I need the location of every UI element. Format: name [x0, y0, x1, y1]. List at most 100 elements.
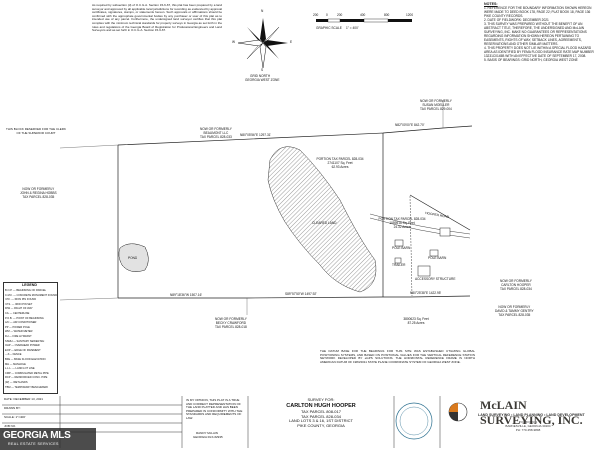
legend-row: C/L — CENTERLINE — [5, 312, 30, 315]
legend-row: EOP — EDGE OF PAVEMENT — [5, 348, 41, 352]
notes-title: NOTES: — [484, 2, 498, 6]
georgia-mls-watermark — [0, 428, 96, 450]
north-arrow-icon — [237, 18, 288, 69]
scale-label: GRAPHIC SCALE — [316, 26, 342, 30]
parcel-a-sqft: 2741107 Sq. Feet — [327, 160, 353, 165]
bearing-label: S89°57'50"W 1497.92' — [285, 292, 317, 296]
accessory-structure-label: ACCESSORY STRUCTURE — [415, 277, 456, 281]
watermark-sub: REAL ESTATE SERVICES — [8, 442, 59, 446]
tax-parcel-2: TAX PARCEL 828-034 — [301, 413, 341, 419]
west-label: W — [232, 40, 236, 44]
legend-row: B.O.P. — BEGINNING OF PARCEL — [5, 289, 47, 292]
scale-tick: 1200 — [406, 13, 414, 17]
parcel-b-name: PORTION TAX PARCEL 828-034 — [378, 217, 426, 221]
scale-tick: 200 — [313, 13, 319, 17]
structures — [394, 227, 451, 277]
adjoiner-label: NOW OR FORMERLY BEAUMONT LLC TAX PARCEL … — [200, 127, 232, 139]
county: PIKE COUNTY, GEORGIA — [297, 423, 345, 429]
legend-row: R/W — RIGHT OF WAY — [5, 307, 33, 311]
scale-tick: 400 — [360, 13, 366, 17]
legend-row: P.O.B. — POINT OF BEGINNING — [5, 316, 44, 320]
legend-row: C.M.F. — CONCRETE MONUMENT FOUND — [5, 293, 57, 297]
company-services: LAND SURVEYING • LAND PLANNING • LAND DE… — [478, 413, 585, 417]
bearing-label: N89°18'36"W 1507.16' — [170, 293, 202, 297]
note-item: 5. BASIS OF BEARINGS: GRID NORTH, GEORGI… — [484, 58, 578, 62]
company-name: McLAIN SURVEYING, INC. — [480, 398, 583, 427]
bearing-label: N80°25'38"E 1422.95' — [410, 291, 442, 295]
legend-title: LEGEND — [22, 283, 37, 287]
adjoiner-label: NOW OR FORMERLY JOHN & REGINA HOBBS TAX … — [20, 187, 57, 199]
note-item: 2. DATE OF FIELDWORK: DECEMBER 2021 — [484, 18, 549, 22]
legend-row: I.P.S. — IRON PIN SET — [5, 302, 33, 306]
legend-row: PP — POWER POLE — [5, 325, 30, 329]
legend-row: ---X--- FENCE — [5, 353, 22, 357]
grid-north-label: GRID NORTH — [250, 74, 271, 78]
adjoiner-label: NOW OR FORMERLY SUSAN MOELLER TAX PARCEL… — [420, 99, 452, 111]
company-address: P.O. BOX 631 BARNESVILLE, GEORGIA 30204 … — [498, 420, 558, 432]
tb-scale: SCALE: 1"=400' — [4, 415, 26, 419]
legend-row: FH — FIRE HYDRANT — [5, 335, 32, 338]
total-sqft: 3800623 Sq. Feet — [403, 317, 429, 321]
note-item: 4. THIS PROPERTY DOES NOT LIE WITHIN A S… — [484, 46, 594, 58]
legend-box — [3, 282, 58, 394]
legend-row: TBM — TEMPORARY BENCHMARK — [5, 385, 49, 389]
datum-text: THE DATUM BASE FOR THE BEARINGS FOR THIS… — [320, 349, 475, 364]
company-addr-line: P.O. BOX 631 — [518, 420, 538, 424]
land-lots: LAND LOTS 3 & 16, 1ST DISTRICT — [289, 418, 353, 424]
surveyor-seal-icon — [395, 402, 433, 440]
title-block-center: SURVEY FOR: CARLTON HUGH HOOPER TAX PARC… — [250, 397, 392, 429]
surveyor-statement: IN MY OPINION, THIS PLAT IS A TRUE AND C… — [186, 398, 243, 420]
pond-shape — [118, 243, 149, 272]
company-addr-line: BARNESVILLE, GEORGIA 30204 — [505, 423, 551, 428]
pond-label: POND — [128, 256, 138, 260]
tb-drawn: DRAWN BY: — [4, 406, 21, 410]
adjoiner-label: NOW OR FORMERLY DAVID & TAMMY GENTRY TAX… — [495, 305, 534, 317]
bearing-label: N80°05'56"E 1297.31' — [240, 133, 272, 137]
client-name: CARLTON HUGH HOOPER — [286, 402, 356, 409]
hooper-road — [369, 195, 471, 297]
total-acres: 87.25 Acres — [407, 320, 425, 325]
scale-bar — [316, 18, 412, 23]
adjoiner-label: NOW OR FORMERLY CARLTON HOOPER TAX PARCE… — [500, 279, 532, 291]
clerk-block-label: THIS BLOCK RESERVED FOR THE CLERK OF THE… — [6, 127, 66, 135]
scale-tick: 0 — [326, 13, 328, 17]
note-item: 3. THIS SURVEY WAS PREPARED WITHOUT THE … — [484, 22, 587, 46]
legend-row: WM — WATER METER — [5, 330, 33, 334]
surveyor-name: RANDY McLAIN — [196, 431, 218, 435]
certification-text: As required by subsection (d) of O.C.G.A… — [92, 3, 222, 33]
scale-tick: 800 — [384, 13, 390, 17]
surveyor-reg: GEORGIA RLS #2935 — [193, 435, 223, 439]
south-label: S — [261, 68, 264, 72]
parcel-a-name: PORTION TAX PARCEL 828-034 — [316, 157, 364, 161]
legend-row: CMP — CORRUGATED METAL PIPE — [5, 371, 49, 375]
legend-row: MH — MANHOLE — [5, 362, 26, 366]
legend-row: L.L.L. — LAND LOT LINE — [5, 367, 35, 371]
east-label: E — [290, 40, 293, 44]
parcel-a-label: PORTION TAX PARCEL 828-034 2741107 Sq. F… — [305, 157, 375, 169]
parcel-b-sqft: 1059516 Sq. Feet — [389, 220, 415, 225]
north-label: N — [261, 9, 264, 13]
parcel-b-acres: 24.32 Acres — [393, 224, 411, 229]
hatched-area — [267, 146, 377, 293]
pole-barn-label: POLE BARN — [392, 246, 411, 250]
legend-row: A/C — AIR CONDITIONER — [5, 321, 37, 325]
legend-row: (W) — WETLANDS — [5, 381, 28, 384]
scale-ratio: 1" = 400' — [346, 26, 359, 30]
notes-block: NOTES: 1. REFERENCE FOR THE BOUNDARY INF… — [484, 2, 596, 62]
grid-zone-label: GEORGIA WEST ZONE — [245, 78, 280, 82]
legend-row: I.P.F. — IRON PIN FOUND — [5, 298, 37, 302]
tb-job: JOB NO. — [4, 424, 17, 428]
parcel-b-label: PORTION TAX PARCEL 828-034 1059516 Sq. F… — [372, 217, 432, 229]
company-phone: PH: 770-358-9898 — [515, 427, 541, 432]
legend-row: OHP — OVERHEAD POWER — [5, 344, 40, 348]
tb-date: DATE: DECEMBER 13, 2021 — [4, 397, 43, 401]
total-area-label: 3800623 Sq. Feet 87.25 Acres — [396, 317, 436, 326]
company-logo-icon — [448, 402, 468, 422]
survey-for-label: SURVEY FOR: — [307, 397, 335, 402]
parcel-a-acres: 62.93 Acres — [331, 164, 349, 169]
tax-parcel-1: TAX PARCEL 808-017 — [301, 408, 341, 414]
legend-row: RCP — REINFORCED CONC. PIPE — [5, 376, 48, 380]
watermark-main: GEORGIA MLS — [3, 430, 71, 441]
adjoiner-label: NOW OR FORMERLY BECKY CRAWFORD TAX PARCE… — [215, 317, 247, 329]
